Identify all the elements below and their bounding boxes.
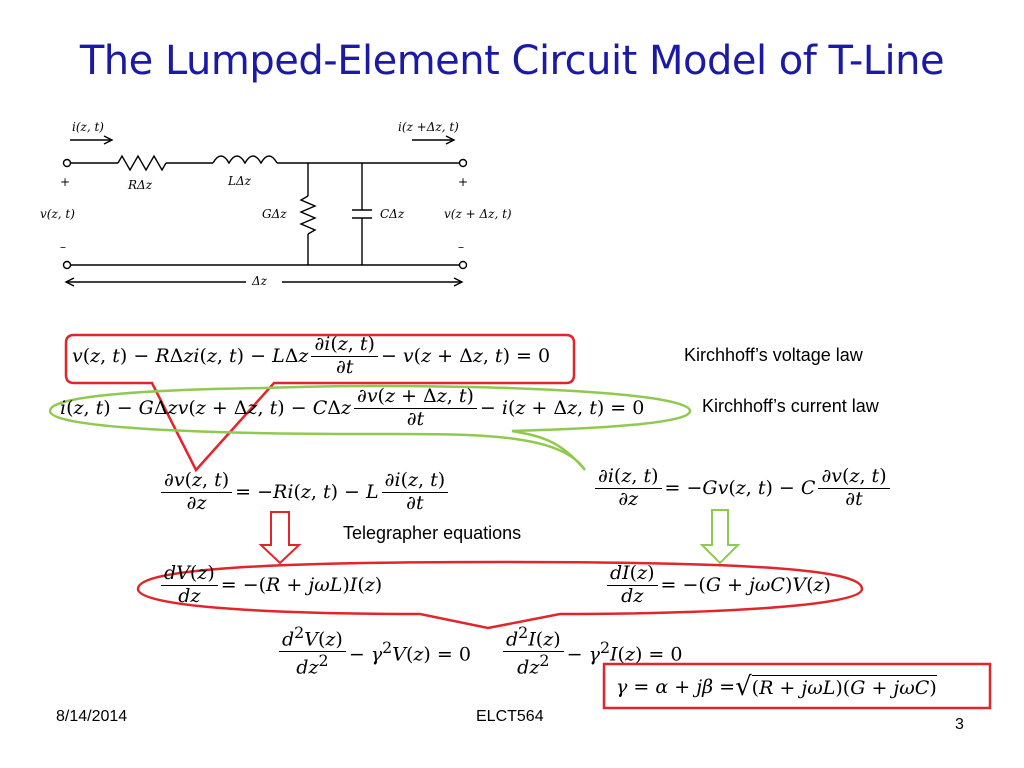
delta-z-label: Δz xyxy=(252,274,267,288)
wave-v-equation: d2V(z)dz2 − γ2V(z) = 0 xyxy=(276,623,471,679)
minus-left: – xyxy=(60,240,66,254)
telegrapher-label: Telegrapher equations xyxy=(343,523,522,543)
wave-i-equation: d2I(z)dz2 − γ2I(z) = 0 xyxy=(500,623,682,679)
phasor-i-equation: dI(z)dz = −(G + jωC)V(z) xyxy=(604,562,831,608)
kvl-equation: v(z, t) − RΔzi(z, t) − LΔz ∂i(z, t)∂t − … xyxy=(72,333,551,378)
voltage-out-label: v(z + Δz, t) xyxy=(444,207,512,221)
kcl-label: Kirchhoff’s current law xyxy=(702,396,879,416)
telegrapher-v-equation: ∂v(z, t)∂z = −Ri(z, t) − L ∂i(z, t)∂t xyxy=(158,469,451,515)
footer-page-number: 3 xyxy=(955,716,964,733)
plus-right: + xyxy=(458,175,469,189)
slide-title: The Lumped-Element Circuit Model of T-Li… xyxy=(79,38,945,84)
kvl-visual: v(z, t) − RΔzi(z, t) − LΔz xyxy=(72,345,309,368)
kvl-label: Kirchhoff’s voltage law xyxy=(684,345,863,365)
current-in-label: i(z, t) xyxy=(72,120,104,134)
kcl-equation: i(z, t) − GΔzv(z + Δz, t) − CΔz ∂v(z + Δ… xyxy=(60,385,645,430)
footer-date: 8/14/2014 xyxy=(56,708,128,725)
inductor-label: LΔz xyxy=(228,174,251,188)
footer-course: ELCT564 xyxy=(476,708,544,725)
current-out-label: i(z +Δz, t) xyxy=(398,120,459,134)
resistor-label: RΔz xyxy=(128,178,153,192)
phasor-v-equation: dV(z)dz = −(R + jωL)I(z) xyxy=(158,562,382,608)
telegrapher-i-equation: ∂i(z, t)∂z = −Gv(z, t) − C ∂v(z, t)∂t xyxy=(592,465,893,511)
voltage-in-label: v(z, t) xyxy=(40,207,75,221)
conductance-label: GΔz xyxy=(262,207,287,221)
capacitor-label: CΔz xyxy=(380,207,405,221)
gamma-equation: γ = α + jβ = √ (R + jωL)(G + jωC) xyxy=(616,672,937,702)
plus-left: + xyxy=(60,175,71,189)
minus-right: – xyxy=(458,240,464,254)
